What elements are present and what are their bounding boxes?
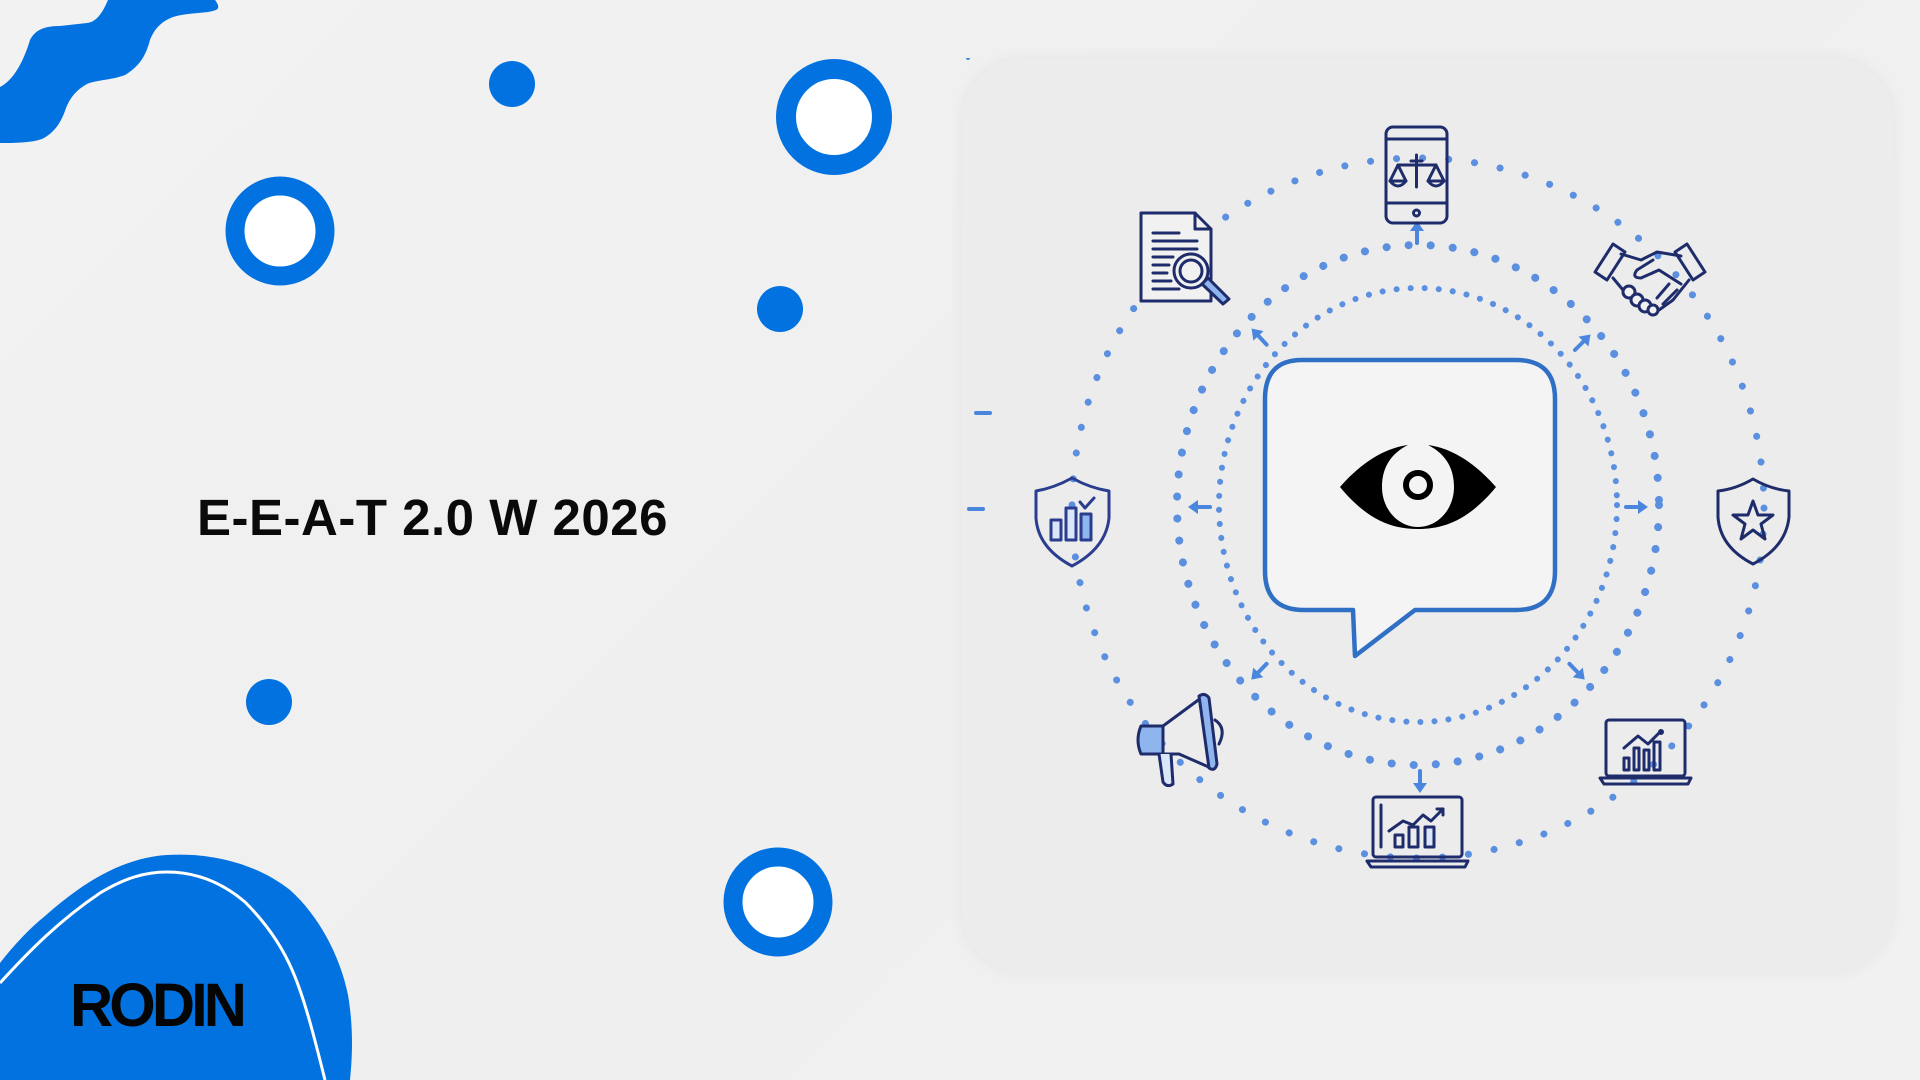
decor-dot [246,679,292,725]
eeat-diagram [966,58,1791,869]
handshake-icon [1593,242,1707,317]
arrow-left-icon [1188,500,1212,514]
blob-shape [0,854,352,1080]
megaphone-icon [1136,692,1224,788]
arrow-right-icon [1624,500,1648,514]
document-search-icon [1139,211,1231,306]
arrow-up-left-icon [1251,328,1269,347]
arrow-down-icon [1413,769,1427,793]
arrow-down-right-icon [1567,661,1585,680]
shield-star-icon [1716,477,1791,566]
mobile-scales-icon [1384,125,1449,225]
speech-bubble-icon [1262,357,1558,659]
blob-outline-line [0,870,327,1080]
arrows [966,58,1427,793]
page-title: E-E-A-T 2.0 W 2026 [197,489,668,546]
decor-ring [225,176,335,286]
brand-logo: RODIN [70,971,247,1039]
decor-dot [489,61,535,107]
shield-chart-icon [1034,476,1111,568]
laptop-growth-chart-icon [1365,795,1470,869]
arrow-up-right-icon [1572,334,1591,353]
eye-icon [1340,445,1496,529]
arrow-down-left-icon [1251,661,1269,680]
middle-ring [1173,241,1663,769]
decor-ring [723,847,833,957]
arrows-radial [1188,328,1648,680]
arrow-up-icon [1410,221,1424,245]
decor-ring [776,59,892,175]
wave-shape [0,0,219,143]
laptop-chart-icon [1598,718,1693,786]
decor-dot [757,286,803,332]
inner-ring [1216,285,1620,725]
